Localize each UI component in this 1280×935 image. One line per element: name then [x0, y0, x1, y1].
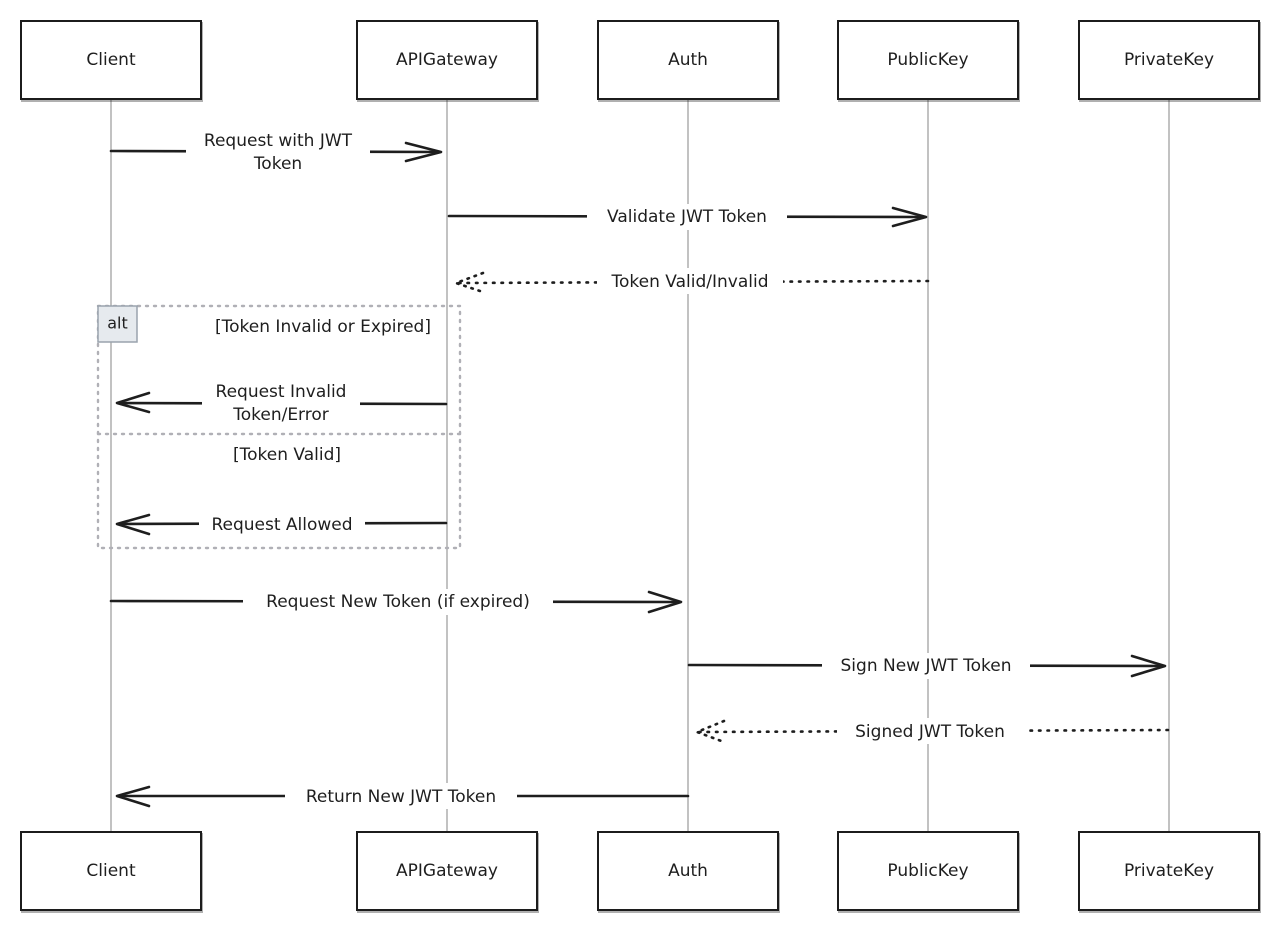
actors-bottom: Client APIGateway Auth PublicKey Private… — [20, 831, 1260, 911]
message-request-new-token: Request New Token (if expired) — [109, 589, 683, 615]
actor-privatekey-bottom: PrivateKey — [1078, 831, 1260, 911]
message-token-valid-invalid: Token Valid/Invalid — [454, 268, 930, 294]
message-request-invalid: Request Invalid Token/Error — [115, 380, 448, 428]
actor-client-top: Client — [20, 20, 202, 100]
message-request-allowed: Request Allowed — [115, 512, 448, 538]
message-label: Sign New JWT Token — [841, 656, 1012, 676]
alt-frame-tag: alt — [107, 314, 128, 333]
message-label: Request Allowed — [211, 515, 352, 535]
actor-gateway-top: APIGateway — [356, 20, 538, 100]
message-label: Request New Token (if expired) — [266, 592, 530, 612]
actor-publickey-bottom: PublicKey — [837, 831, 1019, 911]
message-validate-jwt: Validate JWT Token — [447, 204, 928, 230]
message-label: Validate JWT Token — [607, 207, 767, 227]
messages: Request with JWT Token Validate JWT Toke… — [109, 128, 1170, 809]
actor-auth-top: Auth — [597, 20, 779, 100]
message-label: Token Valid/Invalid — [611, 272, 769, 292]
actor-publickey-top: PublicKey — [837, 20, 1019, 100]
alt-frame-border — [96, 304, 462, 550]
message-request-with-jwt: Request with JWT Token — [109, 128, 443, 176]
alt-condition-invalid: [Token Invalid or Expired] — [215, 317, 431, 337]
actor-label: Auth — [668, 50, 708, 70]
actors-top: Client APIGateway Auth PublicKey Private… — [20, 20, 1260, 100]
message-label: Token — [253, 154, 302, 174]
actor-label: PublicKey — [887, 50, 968, 70]
actor-label: PrivateKey — [1124, 861, 1214, 881]
message-label: Token/Error — [232, 405, 329, 425]
message-label: Return New JWT Token — [306, 787, 496, 807]
actor-label: Auth — [668, 861, 708, 881]
actor-label: PrivateKey — [1124, 50, 1214, 70]
actor-label: Client — [86, 861, 136, 881]
actor-label: Client — [86, 50, 136, 70]
message-label: Request with JWT — [204, 131, 353, 151]
actor-label: PublicKey — [887, 861, 968, 881]
actor-label: APIGateway — [396, 861, 498, 881]
actor-label: APIGateway — [396, 50, 498, 70]
alt-frame: alt [Token Invalid or Expired] [Token Va… — [96, 304, 462, 550]
message-label: Signed JWT Token — [855, 722, 1005, 742]
actor-client-bottom: Client — [20, 831, 202, 911]
alt-frame-tag-box — [97, 305, 138, 343]
alt-condition-valid: [Token Valid] — [233, 445, 341, 465]
actor-privatekey-top: PrivateKey — [1078, 20, 1260, 100]
message-label: Request Invalid — [216, 382, 347, 402]
message-return-new-jwt: Return New JWT Token — [115, 783, 690, 809]
message-sign-new-jwt: Sign New JWT Token — [687, 653, 1167, 679]
actor-gateway-bottom: APIGateway — [356, 831, 538, 911]
message-signed-jwt: Signed JWT Token — [695, 718, 1170, 744]
actor-auth-bottom: Auth — [597, 831, 779, 911]
